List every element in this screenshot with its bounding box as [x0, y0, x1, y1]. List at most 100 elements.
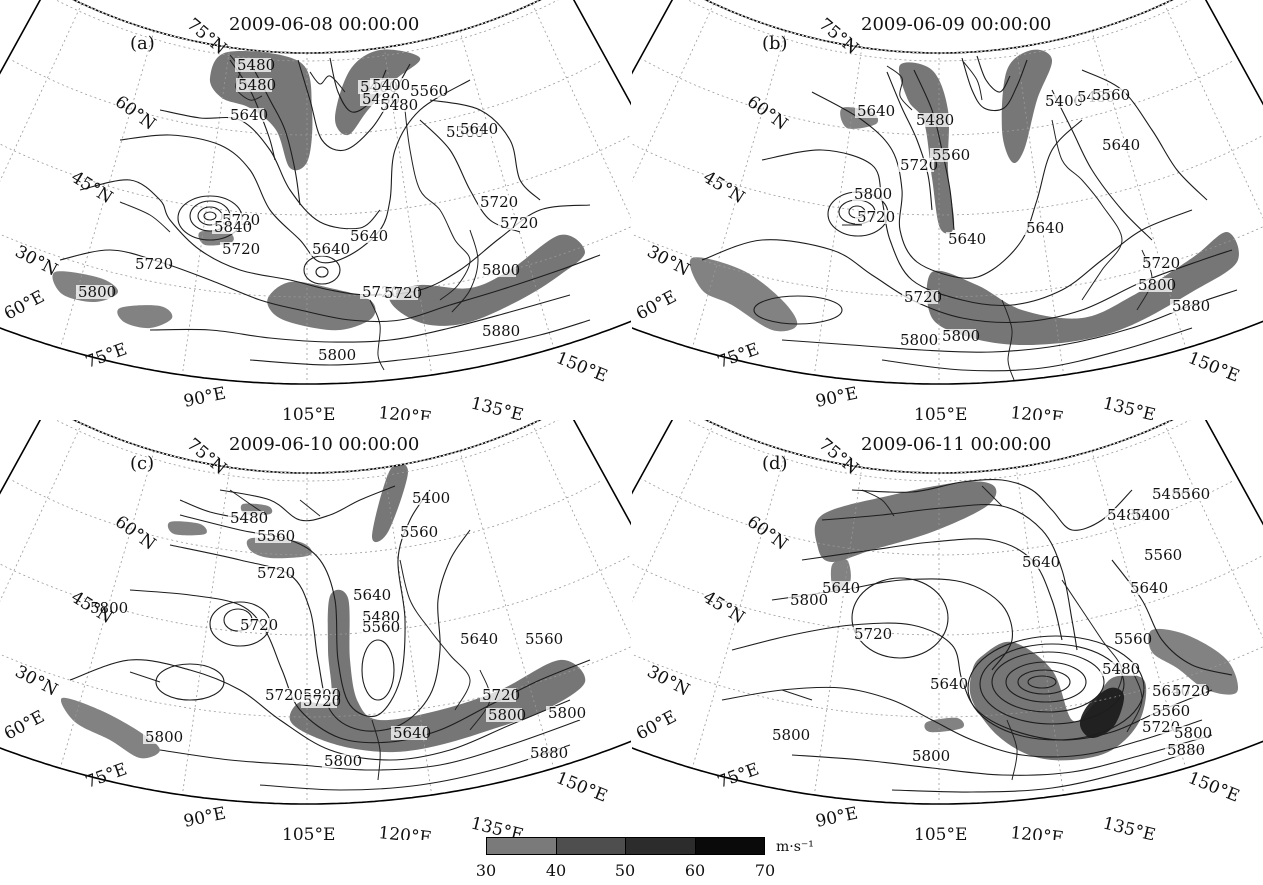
jet-speed-shading	[924, 717, 965, 733]
map-content: 5480556054805400556056405640564058005720…	[632, 420, 1263, 804]
contour-label: 5800	[318, 346, 356, 364]
contour-line	[881, 327, 1193, 372]
contour-label: 5800	[854, 185, 892, 203]
contour-label: 5640	[1102, 136, 1140, 154]
contour-line	[761, 149, 1193, 307]
contour-label: 5640	[460, 630, 498, 648]
graticule	[0, 420, 631, 804]
contour-label: 5560	[1152, 702, 1190, 720]
closed-contour	[979, 643, 1125, 725]
latitude-label: 60°N	[111, 92, 159, 135]
colorbar-tick: 60	[684, 861, 706, 880]
contour-line	[259, 744, 571, 791]
latitude-label: 75°N	[183, 15, 230, 59]
contour-label: 5640	[1130, 579, 1168, 597]
jet-speed-shading	[167, 521, 207, 536]
contour-label: 5560	[1092, 86, 1130, 104]
closed-contour	[967, 635, 1145, 741]
contour-label: 5640	[1022, 553, 1060, 571]
jet-speed-shading	[926, 231, 1239, 346]
contour-label: 5720	[1172, 682, 1210, 700]
contour-label: 5640	[948, 230, 986, 248]
contour-label: 5800	[482, 261, 520, 279]
contour-label: 5480	[237, 56, 275, 74]
contour-label: 5720	[482, 686, 520, 704]
panel-datetime: 2009-06-11 00:00:00	[861, 434, 1052, 455]
closed-contour	[361, 639, 395, 701]
contour-line	[886, 71, 933, 211]
closed-contour	[753, 295, 843, 325]
contour-label: 5640	[230, 106, 268, 124]
jet-speed-shading	[1148, 628, 1239, 695]
contour-label: 5800	[488, 706, 526, 724]
contour-label: 5640	[930, 675, 968, 693]
latitude-label: 60°N	[743, 512, 791, 555]
longitude-label: 90°E	[814, 383, 860, 411]
contour-line	[731, 622, 1213, 741]
contour-label: 5560	[400, 523, 438, 541]
contour-label: 5720	[1142, 718, 1180, 736]
longitude-label: 75°E	[715, 339, 762, 372]
latitude-label: 75°N	[815, 435, 862, 479]
contour-label: 5720	[257, 564, 295, 582]
closed-contour	[991, 651, 1105, 713]
closed-contour	[303, 255, 341, 285]
longitude-label: 105°E	[914, 825, 967, 840]
panel-label: (c)	[130, 453, 155, 474]
colorbar-box	[487, 838, 557, 854]
colorbar-tick: 70	[754, 861, 776, 880]
contour-line	[821, 503, 1078, 651]
closed-contour	[1027, 675, 1057, 689]
contour-label: 5480	[916, 111, 954, 129]
colorbar-boxes	[486, 837, 765, 855]
contour-label: 5720	[1142, 254, 1180, 272]
contour-label: 5720	[384, 284, 422, 302]
jet-speed-shading	[60, 697, 160, 759]
longitude-label: 150°E	[553, 768, 610, 807]
colorbar-box	[695, 838, 764, 854]
graticule	[0, 0, 631, 384]
contour-label: 5720	[500, 214, 538, 232]
panel-label: (a)	[130, 33, 155, 54]
longitude-label: 60°E	[1, 707, 48, 745]
contour-label: 5560	[362, 618, 400, 636]
contour-line	[119, 79, 471, 264]
contour-line	[159, 109, 381, 230]
map-content: 5480548054005480556054005480556056405640…	[0, 0, 631, 384]
contour-label: 5800	[324, 752, 362, 770]
latitude-label: 30°N	[12, 662, 61, 701]
map-svg: 5480556054805400556056405640564058005720…	[632, 420, 1263, 840]
map-border	[0, 0, 631, 385]
map-svg: 5640548054005480556057205560564058005720…	[632, 0, 1263, 420]
panel-label: (b)	[762, 33, 788, 54]
contour-label: 5800	[772, 726, 810, 744]
longitude-label: 150°E	[1185, 348, 1242, 387]
contour-label: 5720	[900, 156, 938, 174]
contour-label: 5880	[530, 744, 568, 762]
contour-label: 5560	[932, 146, 970, 164]
contour-line	[891, 747, 1203, 793]
longitude-label: 135°E	[1101, 393, 1158, 420]
contour-label: 5560	[525, 630, 563, 648]
contour-label: 5640	[353, 586, 391, 604]
contour-label: 5400	[412, 489, 450, 507]
contour-line	[1081, 69, 1208, 201]
contour-label: 5800	[790, 591, 828, 609]
colorbar-box	[556, 838, 626, 854]
jet-speed-shading	[1001, 49, 1053, 164]
closed-contour	[851, 577, 949, 659]
contour-label: 5640	[857, 102, 895, 120]
wind-speed-colorbar: 30 40 50 60 70 m·s⁻¹	[476, 837, 816, 885]
contour-label: 5480	[230, 509, 268, 527]
longitude-label: 150°E	[1185, 768, 1242, 807]
latitude-label: 30°N	[644, 662, 693, 701]
longitude-label: 105°E	[282, 405, 335, 420]
colorbar-box	[626, 838, 696, 854]
map-content: 5640548054005480556057205560564058005720…	[632, 0, 1263, 384]
longitude-label: 150°E	[553, 348, 610, 387]
contour-label: 5640	[822, 579, 860, 597]
jet-speed-shading	[898, 62, 955, 234]
closed-contour	[1005, 661, 1087, 703]
